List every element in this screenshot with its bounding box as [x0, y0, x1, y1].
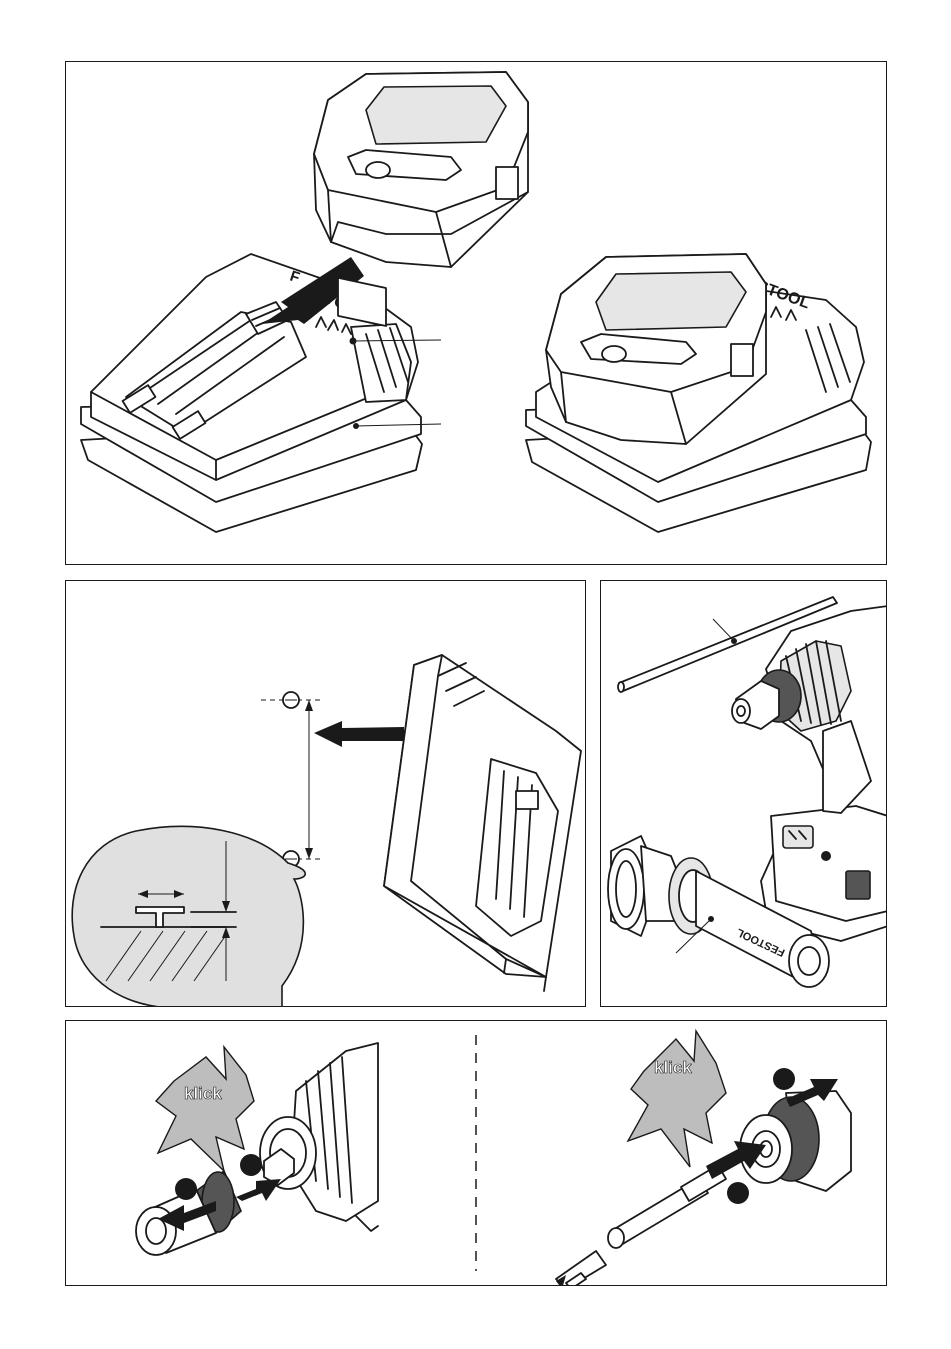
panel-chuck-change: klick klick: [65, 1020, 887, 1286]
mount-direction-arrow: [314, 721, 404, 747]
bit-holder-right: [556, 1165, 726, 1286]
step-marker-left-1: [240, 1154, 262, 1176]
chuck-change-illustration: klick klick: [66, 1021, 887, 1286]
klick-starburst-right: [628, 1031, 726, 1167]
drill-handle-illustration: FESTOOL: [601, 581, 887, 1007]
push-arrow-left: [236, 1179, 281, 1201]
battery-pack-top: [314, 72, 528, 326]
klick-label-left: klick: [184, 1084, 222, 1103]
drill-head-left: [260, 1043, 378, 1231]
charger-illustration: F TOOL STOOL: [66, 62, 887, 565]
panel-drill-handle: FESTOOL: [600, 580, 887, 1007]
drill-body: [732, 606, 887, 941]
panel-charger-battery: F TOOL STOOL: [65, 61, 887, 565]
klick-starburst-left: [156, 1047, 254, 1171]
detail-callout: [72, 826, 305, 1007]
chuck-right: [740, 1091, 851, 1191]
step-marker-right-2: [727, 1182, 749, 1204]
wall-mount-illustration: [66, 581, 586, 1007]
drill-battery: [771, 806, 887, 921]
charger-rear-view: [384, 655, 581, 991]
step-marker-right-1: [773, 1068, 795, 1090]
panel-wall-mount: [65, 580, 586, 1007]
step-marker-left-2: [175, 1178, 197, 1200]
klick-label-right: klick: [654, 1058, 692, 1077]
